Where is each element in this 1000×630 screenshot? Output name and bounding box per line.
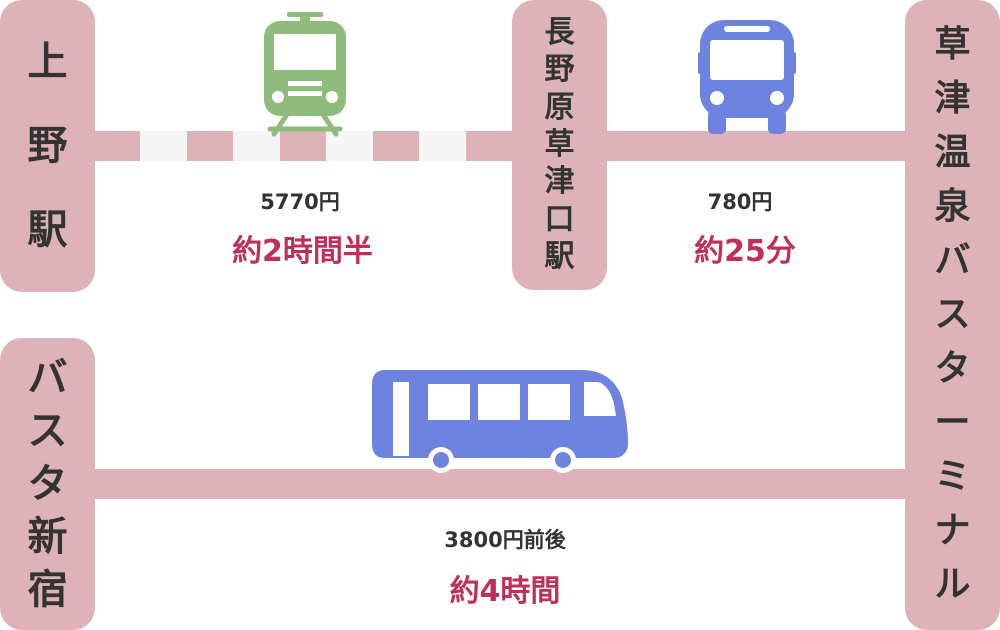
station-char: ル [934,564,971,605]
station-busta-shinjuku: バ ス タ 新 宿 [0,338,95,630]
station-char: 泉 [934,186,971,227]
bus-icon [698,20,796,134]
train-price: 5770円 [260,190,340,214]
station-char: ミ [934,456,971,497]
station-char: タ [934,348,971,389]
station-char: 草 [934,24,971,65]
station-char: 駅 [544,239,575,275]
station-char: 野 [27,123,68,169]
rail-tie [419,131,466,161]
station-char: ー [934,402,971,443]
station-naganohara-kusatsuguchi: 長 野 原 草 津 口 駅 [512,0,607,290]
station-char: 草 [544,126,575,162]
station-char: タ [27,460,68,507]
station-char: 原 [544,89,575,125]
station-char: 津 [934,78,971,119]
station-char: 温 [934,132,971,173]
station-char: 宿 [27,566,68,613]
local-bus-duration: 約25分 [694,234,796,269]
station-char: 上 [27,39,68,85]
highway-bus-icon [372,370,628,473]
station-char: 野 [544,52,575,88]
station-char: 駅 [27,207,68,253]
station-kusatsu-onsen-bus-terminal: 草 津 温 泉 バ ス タ ー ミ ナ ル [905,0,1000,630]
station-char: ス [27,408,68,455]
station-char: 津 [544,164,575,200]
station-char: 口 [544,201,575,237]
station-char: ナ [934,510,971,551]
local-bus-price: 780円 [707,190,773,214]
rail-tie [140,131,187,161]
track-busta-kusatsu [90,469,910,499]
track-naganohara-kusatsu [600,131,910,161]
station-char: 新 [27,513,68,560]
station-char: ス [934,294,971,335]
highway-bus-duration: 約4時間 [449,574,561,609]
rail-tie [326,131,373,161]
rail-tie [233,131,280,161]
station-char: 長 [544,14,575,50]
highway-bus-price: 3800円前後 [444,528,566,552]
station-char: バ [934,240,971,281]
train-duration: 約2時間半 [232,234,373,269]
station-char: バ [27,355,68,402]
train-icon [264,12,346,137]
station-ueno: 上 野 駅 [0,0,95,292]
